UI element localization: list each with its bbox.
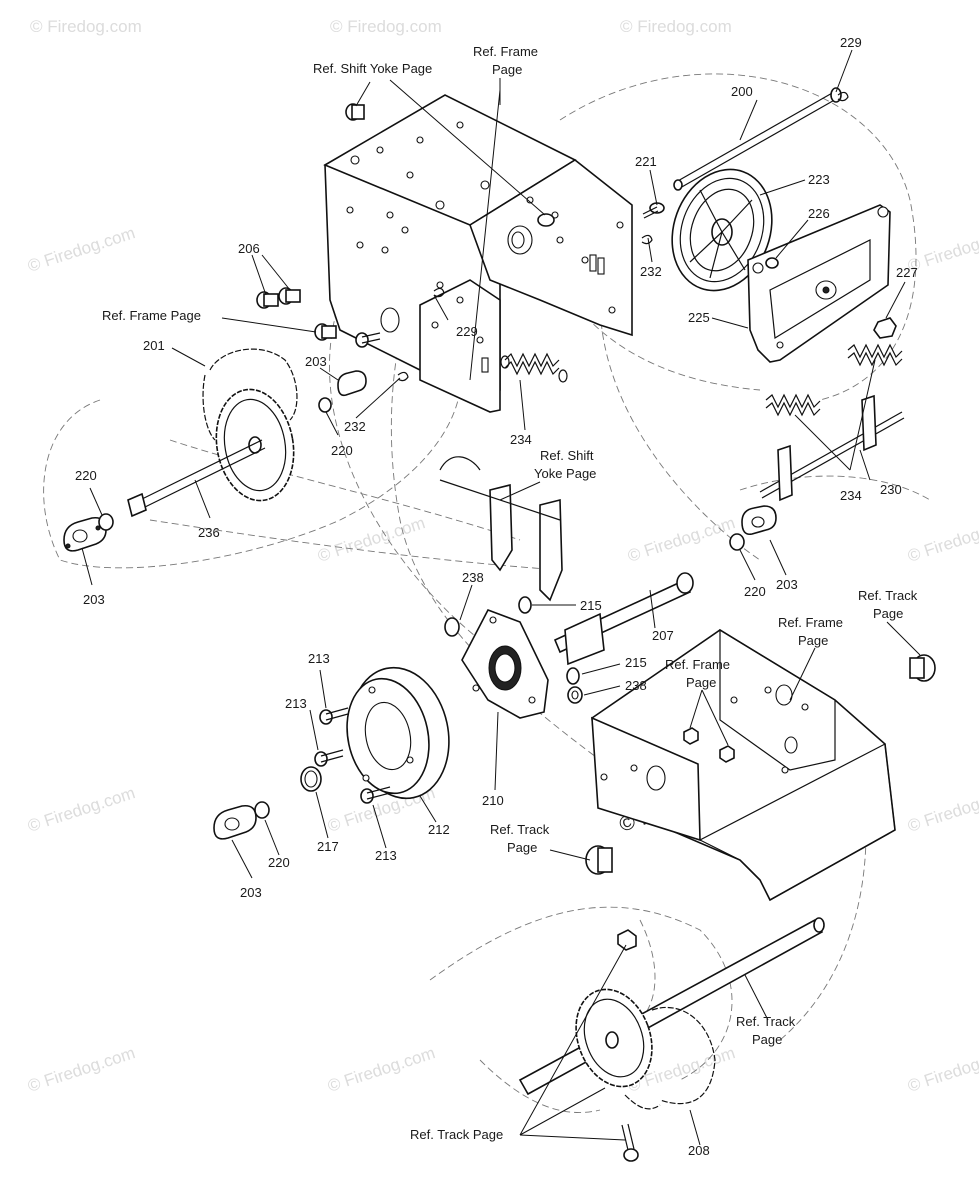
part-label-215: 215: [580, 598, 602, 613]
watermark: © Firedog.com: [25, 783, 137, 836]
ref-shift-yoke-label: Ref. Shift: [540, 448, 594, 463]
ref-shift-yoke-label: Yoke Page: [534, 466, 596, 481]
lower-frame: [591, 628, 896, 902]
part-label-230: 230: [880, 482, 902, 497]
ref-frame-label: Ref. Frame: [778, 615, 843, 630]
washers-215-238: [444, 596, 583, 704]
watermark: © Firedog.com: [330, 17, 442, 36]
part-label-215: 215: [625, 655, 647, 670]
flange-bottom: [213, 766, 322, 840]
ref-frame-label: Page: [798, 633, 828, 648]
frame-bracket: [419, 279, 501, 413]
part-label-206: 206: [238, 241, 260, 256]
part-label-234: 234: [510, 432, 532, 447]
ref-frame-label: Ref. Frame: [665, 657, 730, 672]
part-label-200: 200: [731, 84, 753, 99]
part-label-236: 236: [198, 525, 220, 540]
part-label-232: 232: [344, 419, 366, 434]
watermark: © Firedog.com: [325, 1043, 437, 1096]
watermark: © Firedog.com: [620, 17, 732, 36]
watermark: © Firedog.com: [905, 1043, 979, 1096]
ref-frame-label: Page: [686, 675, 716, 690]
shaft-236: [127, 439, 266, 518]
part-label-220: 220: [744, 584, 766, 599]
part-label-225: 225: [688, 310, 710, 325]
ref-frame-label: Ref. Frame Page: [102, 308, 201, 323]
shaft-230: [759, 394, 905, 502]
part-label-234: 234: [840, 488, 862, 503]
shaft-207: [553, 572, 694, 666]
ref-track-label: Ref. Track: [736, 1014, 796, 1029]
watermark: © Firedog.com: [625, 513, 737, 566]
part-label-227: 227: [896, 265, 918, 280]
part-label-221: 221: [635, 154, 657, 169]
ref-track-label: Page: [873, 606, 903, 621]
reference-labels: Ref. Shift Yoke Page Ref. Frame Page Ref…: [102, 44, 918, 1142]
watermark: © Firedog.com: [905, 783, 979, 836]
shift-yoke-mid: [439, 456, 563, 602]
lower-sprocket: [575, 988, 653, 1088]
watermark: © Firedog.com: [905, 513, 979, 566]
part-label-203: 203: [240, 885, 262, 900]
part-number-labels: 229 200 221 223 226 227 232 225 206 229 …: [75, 35, 918, 1158]
part-label-223: 223: [808, 172, 830, 187]
part-label-238: 238: [625, 678, 647, 693]
part-label-217: 217: [317, 839, 339, 854]
ref-track-label: Page: [752, 1032, 782, 1047]
flange-left: [63, 513, 114, 552]
part-label-201: 201: [143, 338, 165, 353]
bolts-206: [256, 287, 445, 382]
part-label-208: 208: [688, 1143, 710, 1158]
spring-234-mid: [500, 352, 568, 383]
spring-234-right: [765, 343, 903, 417]
bolts-213: [314, 707, 391, 804]
ref-frame-label: Page: [492, 62, 522, 77]
pulley-223: [671, 168, 773, 292]
bushings: [585, 654, 936, 875]
part-label-220: 220: [268, 855, 290, 870]
part-label-229: 229: [840, 35, 862, 50]
part-label-232: 232: [640, 264, 662, 279]
sprocket-left: [215, 388, 295, 502]
part-label-213: 213: [285, 696, 307, 711]
drive-disc-212: [346, 666, 450, 800]
part-label-220: 220: [331, 443, 353, 458]
watermark: © Firedog.com: [25, 1043, 137, 1096]
ref-track-label: Ref. Track: [858, 588, 918, 603]
part-label-238: 238: [462, 570, 484, 585]
lower-hardware: [617, 929, 639, 1162]
flange-right: [729, 505, 777, 551]
chain-208: [624, 1006, 716, 1110]
ref-shift-yoke-label: Ref. Shift Yoke Page: [313, 61, 432, 76]
part-label-210: 210: [482, 793, 504, 808]
leader-lines: [81, 49, 921, 1146]
part-label-213: 213: [308, 651, 330, 666]
part-label-212: 212: [428, 822, 450, 837]
chain-201: [202, 348, 298, 441]
part-label-229: 229: [456, 324, 478, 339]
ref-track-label: Page: [507, 840, 537, 855]
part-label-213: 213: [375, 848, 397, 863]
watermark: © Firedog.com: [30, 17, 142, 36]
bracket-plate-225: [747, 204, 891, 363]
part-label-207: 207: [652, 628, 674, 643]
ref-track-label: Ref. Track Page: [410, 1127, 503, 1142]
watermark: © Firedog.com: [25, 223, 137, 276]
small-hardware-right: [641, 91, 897, 339]
part-label-226: 226: [808, 206, 830, 221]
part-label-203: 203: [305, 354, 327, 369]
part-label-203: 203: [83, 592, 105, 607]
part-label-220: 220: [75, 468, 97, 483]
shaft-200: [673, 87, 842, 191]
part-label-203: 203: [776, 577, 798, 592]
ref-track-label: Ref. Track: [490, 822, 550, 837]
pin-top: [345, 103, 555, 227]
ref-frame-label: Ref. Frame: [473, 44, 538, 59]
watermark: © Firedog.com: [315, 513, 427, 566]
flange-upper: [318, 370, 367, 413]
housing-210: [461, 609, 549, 719]
